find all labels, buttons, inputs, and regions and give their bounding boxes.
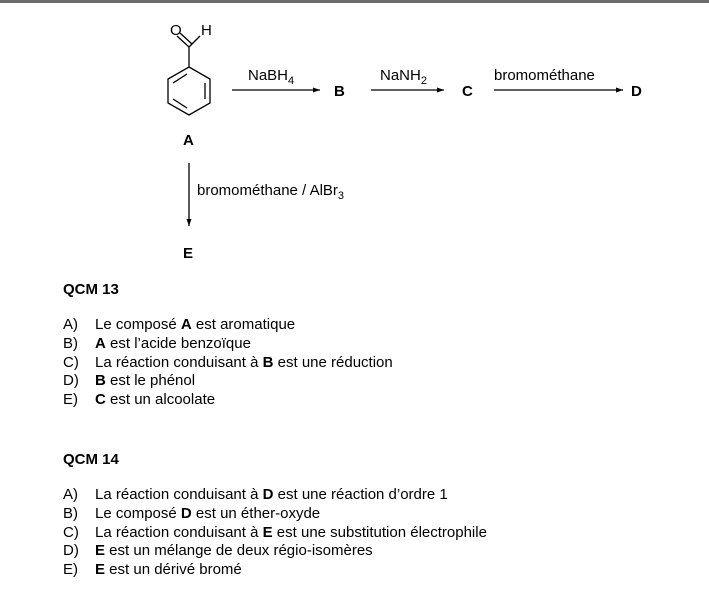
option-text: B est le phénol — [95, 372, 196, 390]
option-text: A est l’acide benzoïque — [95, 334, 251, 352]
option-letter: A) — [63, 316, 78, 333]
option-text: La réaction conduisant à B est une réduc… — [95, 353, 393, 371]
reagent-bromomethane: bromométhane — [494, 67, 595, 84]
compound-d-label: D — [631, 83, 642, 100]
option-letter: B) — [63, 504, 78, 522]
option-letter: C) — [63, 523, 79, 541]
compound-b-label: B — [334, 83, 345, 100]
qcm13-title: QCM 13 — [63, 281, 119, 298]
aldehyde-hydrogen-label: H — [201, 22, 212, 39]
reaction-scheme: O H A NaBH4 B NaNH2 C bromométhane D bro… — [167, 22, 642, 262]
qcm14-title: QCM 14 — [63, 451, 119, 468]
option-letter: D) — [63, 542, 79, 560]
option-text: Le composé A est aromatique — [95, 316, 296, 333]
compound-c-label: C — [462, 83, 473, 100]
option-letter: E) — [63, 561, 78, 579]
option-letter: C) — [63, 353, 79, 371]
option-text: La réaction conduisant à D est une réact… — [95, 486, 448, 503]
compound-a-label: A — [183, 132, 194, 149]
option-text: C est un alcoolate — [95, 391, 216, 409]
reagent-nanh2: NaNH2 — [380, 67, 427, 87]
reagent-nabh4: NaBH4 — [248, 67, 294, 87]
option-letter: D) — [63, 372, 79, 390]
option-letter: E) — [63, 391, 78, 409]
option-letter: B) — [63, 334, 78, 352]
option-letter: A) — [63, 486, 78, 503]
option-text: E est un mélange de deux régio-isomères — [95, 542, 373, 560]
top-border — [0, 0, 709, 3]
option-text: Le composé D est un éther-oxyde — [95, 504, 321, 522]
option-text: La réaction conduisant à E est une subst… — [95, 523, 487, 541]
reagent-bromomethane-albr3: bromométhane / AlBr3 — [197, 182, 344, 202]
benzaldehyde-structure — [167, 32, 211, 116]
aldehyde-oxygen-label: O — [170, 22, 182, 39]
option-text: E est un dérivé bromé — [95, 561, 242, 579]
compound-e-label: E — [183, 245, 193, 262]
